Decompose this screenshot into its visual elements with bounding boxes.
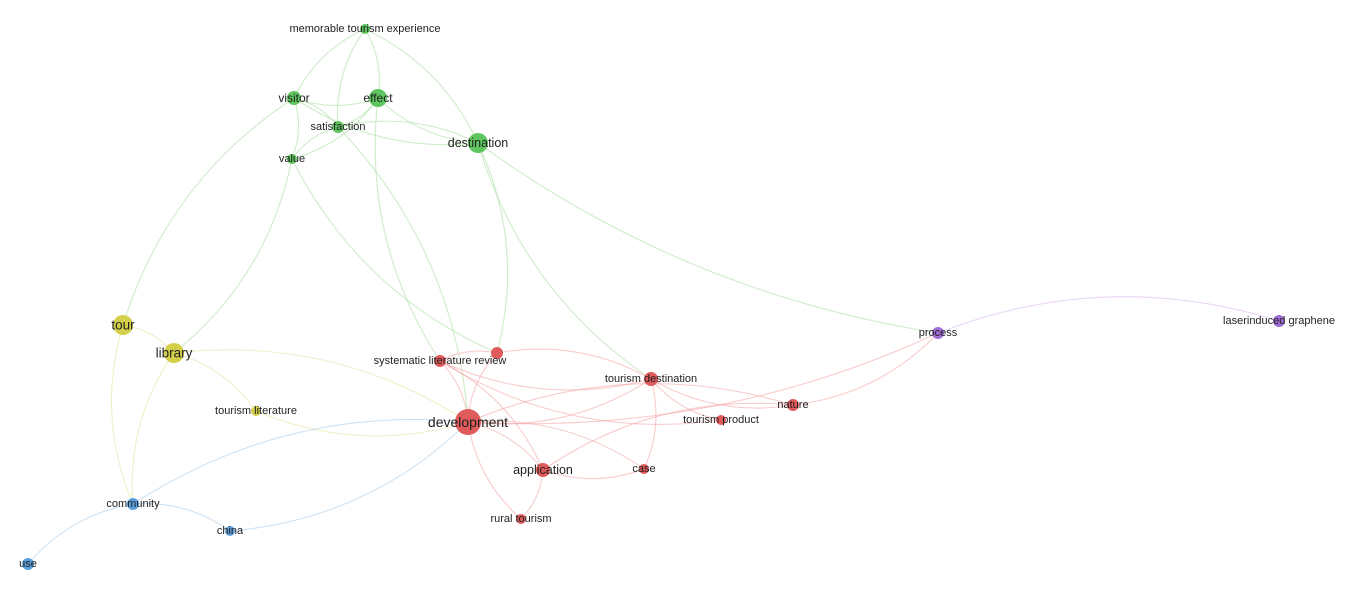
node-tourism-destination[interactable] (644, 372, 658, 386)
edge-value--review (291, 158, 498, 354)
edge-nature--process (792, 332, 939, 406)
node-label-tourism-product: tourism product (683, 414, 759, 426)
edge-visitor--destination (293, 97, 479, 146)
node-community[interactable] (127, 498, 139, 510)
edge-systematic-literature-review--tourism-product (439, 360, 722, 425)
node-systematic-literature-review[interactable] (434, 355, 446, 367)
node-case[interactable] (639, 464, 649, 474)
node-label-china: china (217, 525, 244, 537)
edge-destination--process (477, 142, 939, 334)
edge-development--tourism-destination (467, 378, 652, 425)
edge-development--process (467, 332, 939, 425)
edge-memorable-tourism-experience--visitor (293, 28, 366, 99)
node-label-community: community (106, 498, 160, 510)
node-label-process: process (919, 327, 958, 339)
edge-effect--destination (377, 97, 479, 144)
node-label-visitor: visitor (278, 91, 309, 105)
node-label-case: case (632, 463, 655, 475)
node-label-application: application (513, 463, 573, 477)
edge-china--development (229, 421, 469, 532)
node-label-rural-tourism: rural tourism (490, 513, 551, 525)
edge-community--use (27, 503, 134, 565)
edge-tour--community (110, 324, 134, 505)
edge-development--nature (467, 383, 794, 423)
edge-library--development (173, 349, 469, 423)
edge-application--nature (542, 402, 794, 471)
node-label-memorable-tourism-experience: memorable tourism experience (289, 23, 440, 35)
node-label-nature: nature (777, 399, 808, 411)
edge-destination--tourism-destination (477, 142, 652, 380)
edge-application--case (542, 468, 645, 480)
edge-tourism-destination--tourism-product (650, 378, 722, 421)
node-destination[interactable] (468, 133, 488, 153)
edge-value--library (173, 158, 293, 354)
node-label-destination: destination (448, 136, 509, 150)
node-review[interactable] (491, 347, 503, 359)
node-label-systematic-literature-review: systematic literature review (374, 355, 507, 367)
label-layer: memorable tourism experience visitor effec… (19, 23, 1335, 570)
node-development[interactable] (455, 409, 481, 435)
node-use[interactable] (22, 558, 34, 570)
edge-review--tourism-destination (496, 348, 652, 380)
node-label-library: library (156, 346, 193, 361)
edge-community--china (132, 503, 231, 532)
edge-library--community (131, 352, 175, 505)
node-tourism-literature[interactable] (251, 406, 261, 416)
edge-tourism-literature--development (255, 410, 469, 437)
node-label-tourism-destination: tourism destination (605, 373, 697, 385)
edge-memorable-tourism-experience--effect (364, 28, 380, 99)
node-label-effect: effect (363, 91, 393, 105)
edge-memorable-tourism-experience--destination (364, 28, 479, 144)
node-layer (22, 24, 1285, 570)
edge-effect--value (291, 97, 379, 160)
edge-memorable-tourism-experience--satisfaction (336, 28, 366, 128)
node-label-development: development (428, 414, 508, 430)
node-laserinduced-graphene[interactable] (1273, 315, 1285, 327)
node-label-value: value (279, 153, 305, 165)
node-label-laserinduced-graphene: laserinduced graphene (1223, 315, 1335, 327)
node-application[interactable] (536, 463, 550, 477)
edge-development--case (467, 420, 645, 470)
node-visitor[interactable] (287, 91, 301, 105)
node-label-satisfaction: satisfaction (310, 121, 365, 133)
node-library[interactable] (164, 343, 184, 363)
node-process[interactable] (932, 327, 944, 339)
edge-satisfaction--development (337, 126, 469, 423)
node-effect[interactable] (369, 89, 387, 107)
edge-tourism-destination--case (643, 378, 657, 470)
node-nature[interactable] (787, 399, 799, 411)
node-rural-tourism[interactable] (516, 514, 526, 524)
node-china[interactable] (225, 526, 235, 536)
node-satisfaction[interactable] (332, 121, 344, 133)
edge-effect--systematic-literature-review (374, 97, 441, 362)
node-label-use: use (19, 558, 37, 570)
node-value[interactable] (287, 154, 297, 164)
edge-visitor--tour (122, 97, 295, 326)
edge-layer (27, 28, 1280, 565)
node-tour[interactable] (113, 315, 133, 335)
node-memorable-tourism-experience[interactable] (360, 24, 370, 34)
node-label-tourism-literature: tourism literature (215, 405, 297, 417)
edge-library--tourism-literature (173, 352, 257, 412)
edge-process--laserinduced-graphene (937, 296, 1280, 334)
edge-destination--review (477, 142, 509, 354)
edge-satisfaction--destination (337, 120, 479, 144)
node-tourism-product[interactable] (716, 415, 726, 425)
edge-visitor--value (291, 97, 300, 160)
node-label-tour: tour (111, 318, 135, 333)
edge-application--rural-tourism (520, 469, 544, 520)
edge-community--development (132, 418, 469, 505)
